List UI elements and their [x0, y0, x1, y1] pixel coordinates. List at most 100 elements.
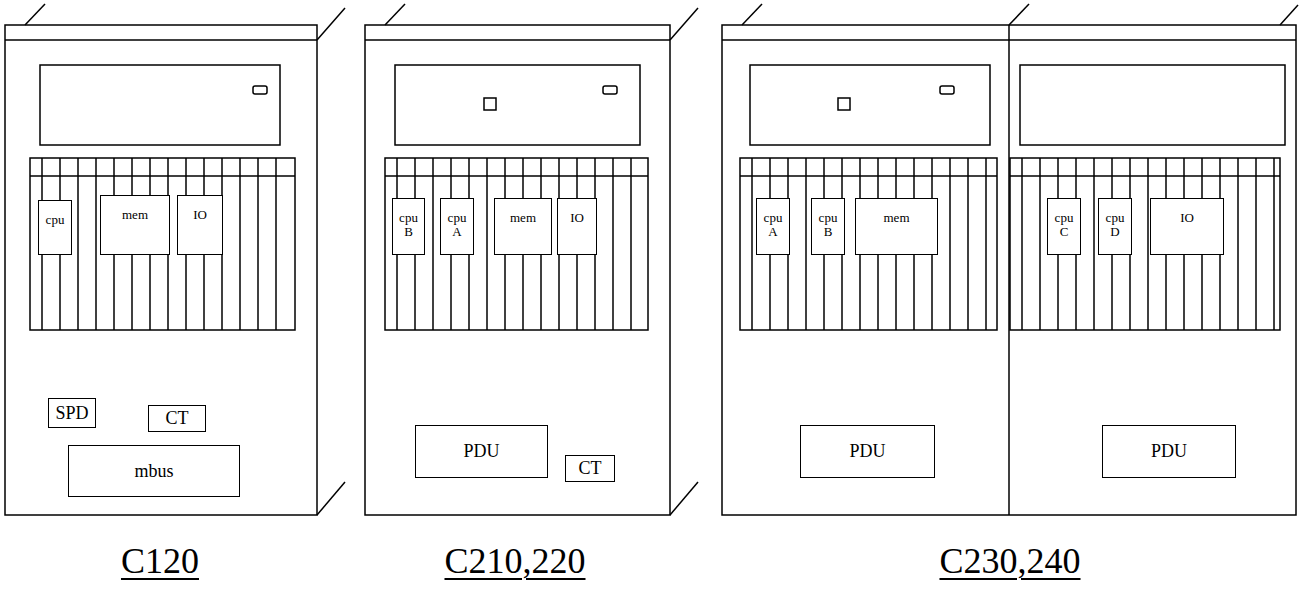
card-slot — [1021, 158, 1023, 330]
indicator — [940, 86, 954, 94]
cage-rail — [1010, 175, 1280, 177]
card-cage — [385, 158, 648, 330]
unit-label: cpu B — [399, 211, 418, 238]
circuit-card: cpu B — [811, 198, 845, 255]
unit-label: cpu A — [448, 211, 467, 238]
model-caption: C230,240 — [939, 540, 1080, 582]
indicator — [838, 98, 850, 110]
unit-label: CT — [165, 409, 188, 428]
cabinet-front — [5, 25, 317, 515]
circuit-card: mem — [494, 198, 552, 255]
unit-label: cpu C — [1055, 211, 1074, 238]
circuit-card: cpu A — [756, 198, 790, 255]
card-slot — [486, 158, 488, 330]
unit-box: PDU — [415, 425, 548, 478]
circuit-card: cpu D — [1098, 198, 1132, 255]
unit-box: PDU — [1102, 425, 1236, 478]
unit-label: SPD — [55, 404, 88, 423]
cabinet-edge — [25, 4, 45, 25]
unit-label: cpu D — [1106, 211, 1125, 238]
card-slot — [432, 158, 434, 330]
card-slot — [257, 158, 259, 330]
cage-rail — [740, 175, 997, 177]
card-slot — [805, 158, 807, 330]
card-slot — [751, 158, 753, 330]
cabinet-c210 — [365, 4, 698, 515]
card-slot — [985, 158, 987, 330]
card-slot — [949, 158, 951, 330]
cabinet-edge — [385, 4, 405, 25]
card-cage — [1010, 158, 1280, 330]
card-slot — [1147, 158, 1149, 330]
cabinet-edge — [742, 4, 762, 25]
cabinet-front — [365, 25, 670, 515]
card-cage — [30, 158, 295, 330]
unit-box: PDU — [800, 425, 935, 478]
display-panel — [40, 65, 280, 145]
unit-label: IO — [193, 208, 207, 222]
unit-label: cpu B — [819, 211, 838, 238]
cabinet-edge — [670, 482, 698, 515]
unit-label: cpu — [46, 213, 65, 227]
cabinet-lip — [5, 39, 317, 41]
circuit-card: cpu B — [392, 198, 425, 255]
model-caption: C120 — [121, 540, 199, 582]
card-slot — [630, 158, 632, 330]
card-slot — [1255, 158, 1257, 330]
unit-label: CT — [578, 459, 601, 478]
unit-label: IO — [570, 211, 584, 225]
unit-box: CT — [565, 455, 615, 482]
unit-label: mem — [884, 211, 910, 225]
indicator — [603, 86, 617, 94]
model-caption: C210,220 — [444, 540, 585, 582]
cabinet-edge — [1009, 4, 1029, 25]
card-slot — [1039, 158, 1041, 330]
unit-label: mem — [122, 208, 148, 222]
display-panel — [750, 65, 990, 145]
cabinet-c230 — [722, 4, 1298, 515]
card-cage — [740, 158, 997, 330]
circuit-card: IO — [177, 195, 223, 255]
card-slot — [967, 158, 969, 330]
indicator — [253, 86, 267, 94]
card-slot — [1237, 158, 1239, 330]
circuit-card: cpu — [38, 200, 72, 255]
card-slot — [239, 158, 241, 330]
unit-label: cpu A — [764, 211, 783, 238]
card-slot — [612, 158, 614, 330]
unit-label: IO — [1180, 211, 1194, 225]
card-slot — [1093, 158, 1095, 330]
cabinet-edge — [670, 8, 698, 40]
circuit-card: IO — [1150, 198, 1224, 255]
circuit-card: mem — [100, 195, 170, 255]
unit-box: mbus — [68, 445, 240, 497]
unit-label: PDU — [1151, 442, 1187, 461]
unit-label: PDU — [849, 442, 885, 461]
circuit-card: mem — [855, 198, 938, 255]
display-panel — [1020, 65, 1285, 145]
circuit-card: cpu A — [440, 198, 474, 255]
unit-box: CT — [148, 405, 206, 432]
circuit-card: IO — [557, 198, 597, 255]
cabinet-c120 — [5, 4, 345, 515]
card-slot — [95, 158, 97, 330]
card-slot — [77, 158, 79, 330]
indicator — [484, 98, 496, 110]
cabinet-edge — [317, 482, 345, 515]
cage-rail — [385, 175, 648, 177]
unit-box: SPD — [48, 398, 96, 428]
unit-label: PDU — [463, 442, 499, 461]
unit-label: mem — [510, 211, 536, 225]
display-panel — [395, 65, 640, 145]
cabinet-front — [722, 25, 1296, 515]
card-slot — [275, 158, 277, 330]
cabinet-edge — [1280, 5, 1298, 25]
card-cages — [30, 158, 1280, 330]
cabinet-edge — [317, 8, 345, 40]
cabinet-lip — [365, 39, 670, 41]
circuit-card: cpu C — [1047, 198, 1081, 255]
cage-rail — [30, 175, 295, 177]
unit-label: mbus — [134, 462, 173, 481]
